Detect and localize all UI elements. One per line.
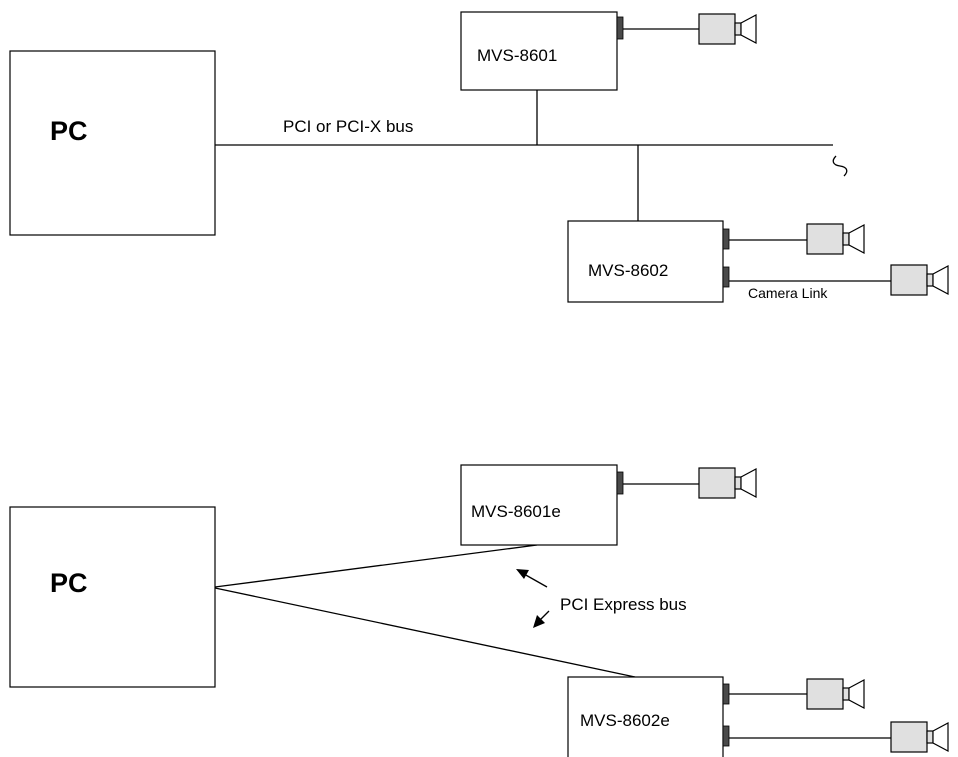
- connector-port: [722, 683, 730, 705]
- pcie-link-1: [214, 544, 538, 588]
- bottom-bus-label: PCI Express bus: [560, 595, 687, 614]
- pcie-link-2: [214, 587, 636, 678]
- bottom-card1-label: MVS-8601e: [471, 502, 561, 521]
- connector-port: [722, 228, 730, 250]
- camera-icon: [698, 13, 757, 45]
- connector-port: [616, 16, 624, 40]
- connector-port: [616, 471, 624, 495]
- top-pc-label: PC: [50, 116, 88, 146]
- top-bus-label: PCI or PCI-X bus: [283, 117, 413, 136]
- top-card2-label: MVS-8602: [588, 261, 668, 280]
- connector-port: [722, 266, 730, 288]
- camera-link-label: Camera Link: [748, 285, 828, 301]
- bottom-diagram: PC MVS-8601e PCI Express bus MVS-8602e: [9, 464, 949, 757]
- bus-continuation-mark: [832, 155, 848, 177]
- camera-icon: [806, 223, 865, 255]
- bottom-card1-box: [460, 464, 618, 546]
- top-card1-box: [460, 11, 618, 91]
- arrow-shaft: [539, 610, 550, 621]
- bottom-card2-box: [567, 676, 724, 757]
- bottom-card2-label: MVS-8602e: [580, 711, 670, 730]
- bottom-pc-box: [9, 506, 216, 688]
- top-card2-box: [567, 220, 724, 303]
- arrow-head-up: [516, 569, 529, 579]
- camera-icon: [806, 678, 865, 710]
- bottom-pc-label: PC: [50, 568, 88, 598]
- top-card1-label: MVS-8601: [477, 46, 557, 65]
- camera-icon: [698, 467, 757, 499]
- arrow-head-down: [533, 615, 545, 628]
- camera-icon: [890, 721, 949, 753]
- arrow-shaft: [523, 573, 548, 588]
- connector-port: [722, 725, 730, 747]
- top-diagram: PC PCI or PCI-X bus MVS-8601 MVS-8602 Ca…: [9, 11, 949, 303]
- top-pc-box: [9, 50, 216, 236]
- camera-icon: [890, 264, 949, 296]
